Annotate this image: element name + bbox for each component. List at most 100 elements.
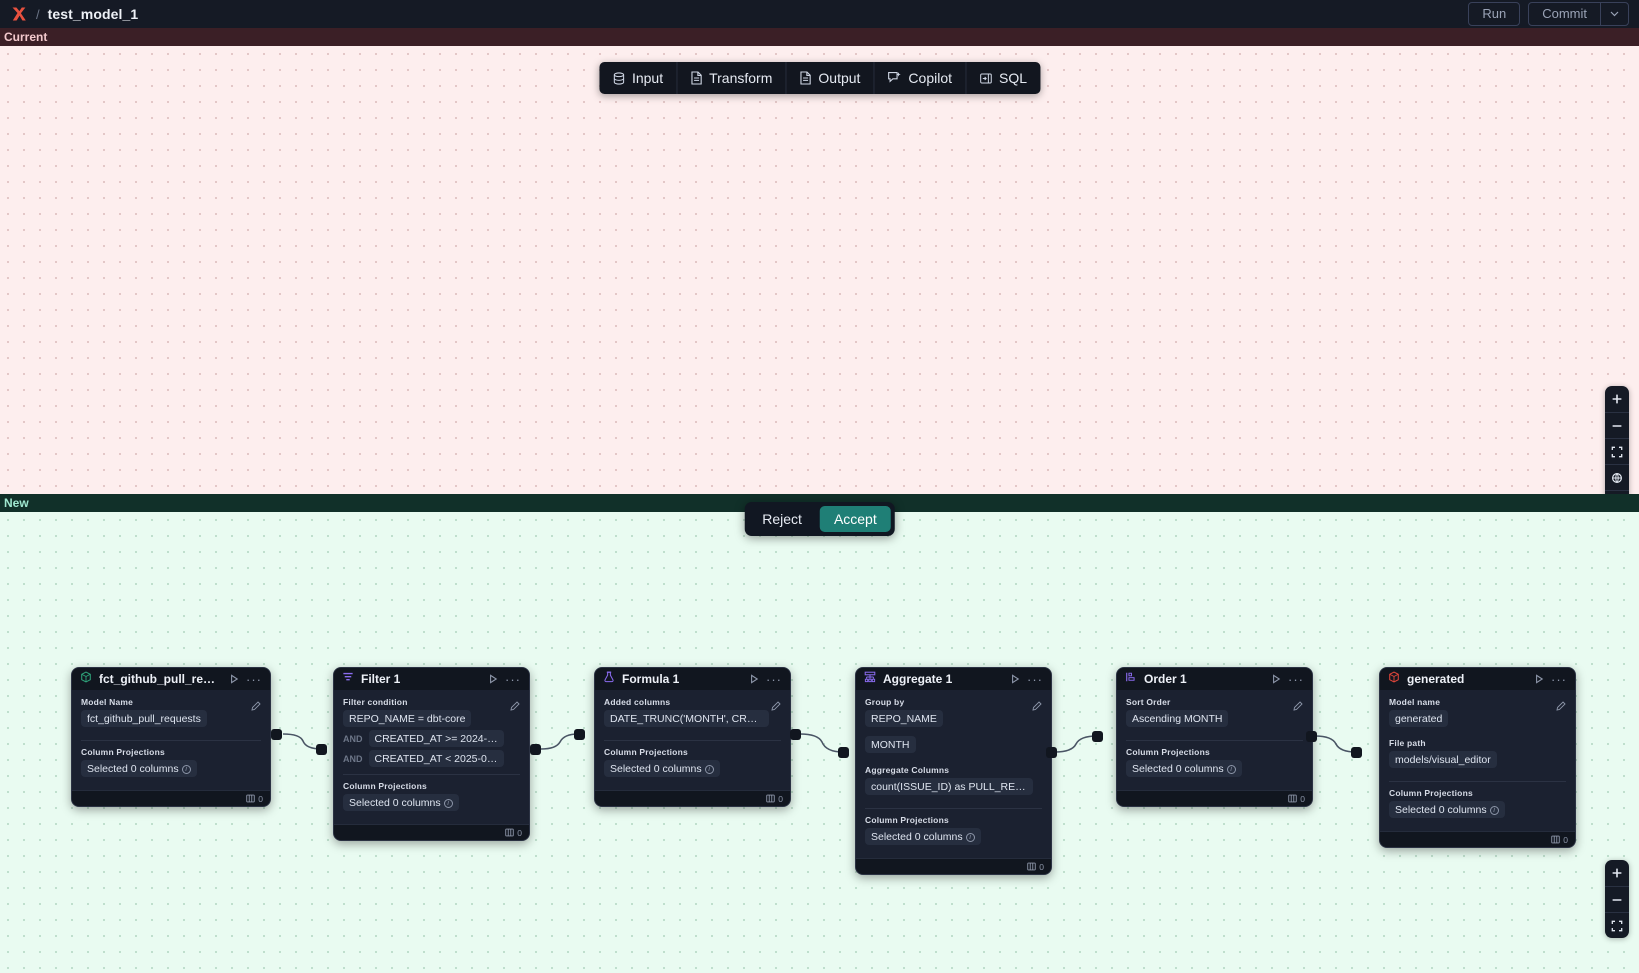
x-logo-icon[interactable]	[8, 4, 30, 24]
tab-input[interactable]: Input	[599, 62, 676, 94]
graph-node-formula[interactable]: Formula 1 ··· Added columns DATE_TRUNC('…	[594, 667, 791, 807]
commit-button[interactable]: Commit	[1529, 3, 1600, 25]
column-count: 0	[778, 793, 783, 804]
document-icon	[690, 71, 702, 85]
edit-pencil-icon[interactable]	[1032, 698, 1042, 716]
edit-pencil-icon[interactable]	[1556, 698, 1566, 716]
model-name-value[interactable]: generated	[1389, 710, 1449, 727]
node-title: Formula 1	[622, 672, 680, 686]
node-body: Model name generated File path models/vi…	[1380, 690, 1575, 831]
plus-icon[interactable]	[1605, 386, 1629, 412]
added-columns-value[interactable]: DATE_TRUNC('MONTH', CREATED_AT…	[604, 710, 769, 727]
columns-icon	[766, 790, 775, 807]
sql-panel-icon	[979, 72, 992, 85]
info-icon[interactable]: i	[1226, 764, 1236, 774]
node-body: Sort Order Ascending MONTH Column Projec…	[1117, 690, 1312, 790]
model-name-value[interactable]: fct_github_pull_requests	[81, 710, 207, 727]
minus-icon[interactable]	[1605, 412, 1629, 438]
ellipsis-icon[interactable]: ···	[1288, 671, 1304, 687]
projection-text: Selected 0 columns	[610, 762, 702, 775]
canvas-zoom-controls-current[interactable]	[1605, 386, 1629, 494]
section-label: Column Projections	[1389, 788, 1473, 798]
play-icon[interactable]	[1534, 674, 1544, 684]
filter-condition-value[interactable]: CREATED_AT < 2025-03-01	[368, 750, 504, 767]
column-count: 0	[1563, 834, 1568, 845]
group-by-value[interactable]: REPO_NAME	[865, 710, 943, 727]
tab-transform[interactable]: Transform	[676, 62, 785, 94]
play-icon[interactable]	[229, 674, 239, 684]
node-header: fct_github_pull_requests ···	[72, 668, 270, 690]
file-path-value[interactable]: models/visual_editor	[1389, 751, 1497, 768]
node-title: fct_github_pull_requests	[99, 672, 222, 686]
commit-button-group[interactable]: Commit	[1528, 2, 1629, 26]
node-body: Added columns DATE_TRUNC('MONTH', CREATE…	[595, 690, 790, 790]
graph-node-filter[interactable]: Filter 1 ··· Filter condition REPO_NAME …	[333, 667, 530, 841]
node-footer: 0	[856, 858, 1051, 874]
ellipsis-icon[interactable]: ···	[766, 671, 782, 687]
info-icon[interactable]: i	[704, 764, 714, 774]
node-body: Filter condition REPO_NAME = dbt-core AN…	[334, 690, 529, 824]
run-button[interactable]: Run	[1468, 2, 1521, 26]
graph-node-generated[interactable]: generated ··· Model name generated	[1379, 667, 1576, 848]
column-count: 0	[258, 793, 263, 804]
reject-button[interactable]: Reject	[748, 506, 816, 532]
tab-label: SQL	[999, 70, 1028, 86]
graph-node-source[interactable]: fct_github_pull_requests ··· Model Name …	[71, 667, 271, 807]
lock-globe-icon[interactable]	[1605, 464, 1629, 490]
node-header: Order 1 ···	[1117, 668, 1312, 690]
info-icon[interactable]: i	[443, 798, 453, 808]
tab-output[interactable]: Output	[785, 62, 873, 94]
ellipsis-icon[interactable]: ···	[1551, 671, 1567, 687]
edit-pencil-icon[interactable]	[251, 698, 261, 716]
accept-button[interactable]: Accept	[819, 506, 891, 532]
minus-icon[interactable]	[1605, 886, 1629, 912]
new-canvas[interactable]: fct_github_pull_requests ··· Model Name …	[0, 512, 1639, 973]
canvas-zoom-controls-new[interactable]	[1605, 860, 1629, 938]
cube-icon	[80, 670, 92, 688]
section-label: File path	[1389, 738, 1426, 748]
play-icon[interactable]	[1271, 674, 1281, 684]
copilot-sparkle-icon	[887, 71, 901, 85]
edit-pencil-icon[interactable]	[1293, 698, 1303, 716]
sort-order-value[interactable]: Ascending MONTH	[1126, 710, 1229, 727]
plus-icon[interactable]	[1605, 860, 1629, 886]
tab-sql[interactable]: SQL	[965, 62, 1040, 94]
filter-condition-value[interactable]: CREATED_AT >= 2024-12-01	[368, 730, 504, 747]
fit-view-icon[interactable]	[1605, 912, 1629, 938]
group-by-value[interactable]: MONTH	[865, 736, 916, 753]
graph-node-order[interactable]: Order 1 ··· Sort Order Ascending MONTH	[1116, 667, 1313, 807]
play-icon[interactable]	[749, 674, 759, 684]
info-icon[interactable]: i	[181, 764, 191, 774]
info-icon[interactable]: i	[965, 832, 975, 842]
columns-icon	[246, 790, 255, 807]
edit-pencil-icon[interactable]	[510, 698, 520, 716]
ellipsis-icon[interactable]: ···	[505, 671, 521, 687]
aggregate-columns-value[interactable]: count(ISSUE_ID) as PULL_REQUEST_…	[865, 778, 1033, 795]
database-icon	[612, 71, 625, 85]
edge-connector-dot	[316, 744, 327, 755]
edit-pencil-icon[interactable]	[771, 698, 781, 716]
chevron-down-icon[interactable]	[1600, 3, 1628, 25]
divider	[81, 740, 261, 741]
grid-icon[interactable]	[1605, 490, 1629, 494]
current-canvas[interactable]: Input Transform	[0, 46, 1639, 494]
aggregate-icon	[864, 670, 876, 688]
breadcrumb-separator: /	[36, 6, 40, 22]
info-icon[interactable]: i	[1489, 805, 1499, 815]
play-icon[interactable]	[1010, 674, 1020, 684]
ellipsis-icon[interactable]: ···	[246, 671, 262, 687]
projection-text: Selected 0 columns	[87, 762, 179, 775]
fit-view-icon[interactable]	[1605, 438, 1629, 464]
tab-copilot[interactable]: Copilot	[873, 62, 965, 94]
filter-condition-value[interactable]: REPO_NAME = dbt-core	[343, 710, 472, 727]
play-icon[interactable]	[488, 674, 498, 684]
ellipsis-icon[interactable]: ···	[1027, 671, 1043, 687]
graph-node-aggregate[interactable]: Aggregate 1 ··· Group by REPO_NAME MONTH	[855, 667, 1052, 875]
columns-icon	[505, 824, 514, 841]
